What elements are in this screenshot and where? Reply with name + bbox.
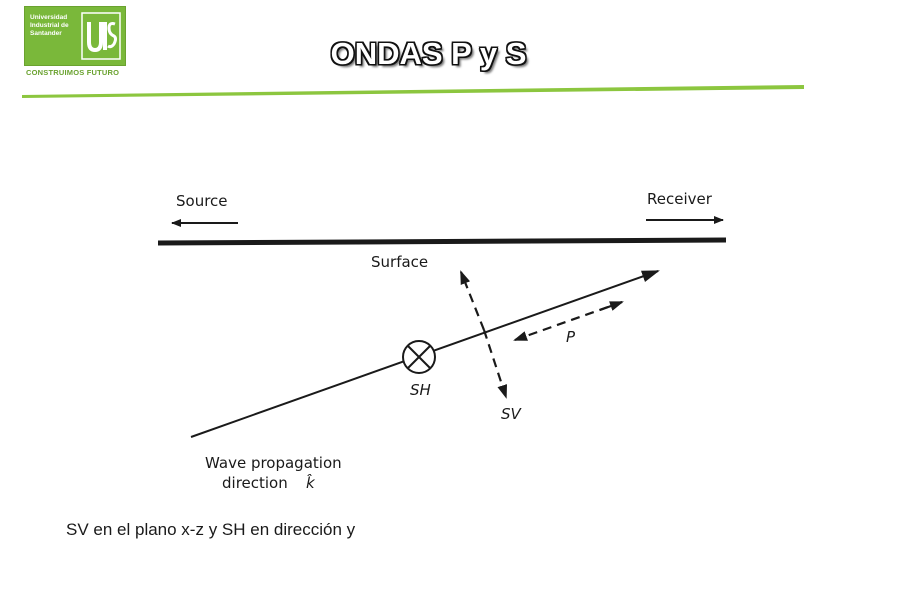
p-arrow-head <box>599 300 624 312</box>
uis-logo: Universidad Industrial de Santander CONS… <box>24 6 152 80</box>
propagation-symbol: k̂ <box>306 473 316 492</box>
logo-tagline: CONSTRUIMOS FUTURO <box>26 68 120 77</box>
logo-box: Universidad Industrial de Santander <box>24 6 126 66</box>
surface-label: Surface <box>371 253 428 271</box>
cross-circle-icon <box>402 340 436 374</box>
caption-text: SV en el plano x-z y SH en dirección y <box>66 520 356 539</box>
propagation-label-line2: direction <box>222 474 288 492</box>
sv-label: SV <box>501 405 523 423</box>
receiver-label: Receiver <box>647 190 713 208</box>
page-title: ONDAS P y S <box>330 36 527 71</box>
header-divider <box>22 85 804 98</box>
p-label: P <box>566 328 576 346</box>
sh-label: SH <box>410 381 431 399</box>
surface-line <box>157 237 727 246</box>
uis-mark-icon <box>81 12 121 60</box>
propagation-label-line1: Wave propagation <box>205 454 342 472</box>
source-label: Source <box>176 192 228 210</box>
logo-university-name: Universidad Industrial de Santander <box>30 14 69 37</box>
sv-arrow-down <box>482 329 508 399</box>
sv-arrow <box>459 270 486 331</box>
